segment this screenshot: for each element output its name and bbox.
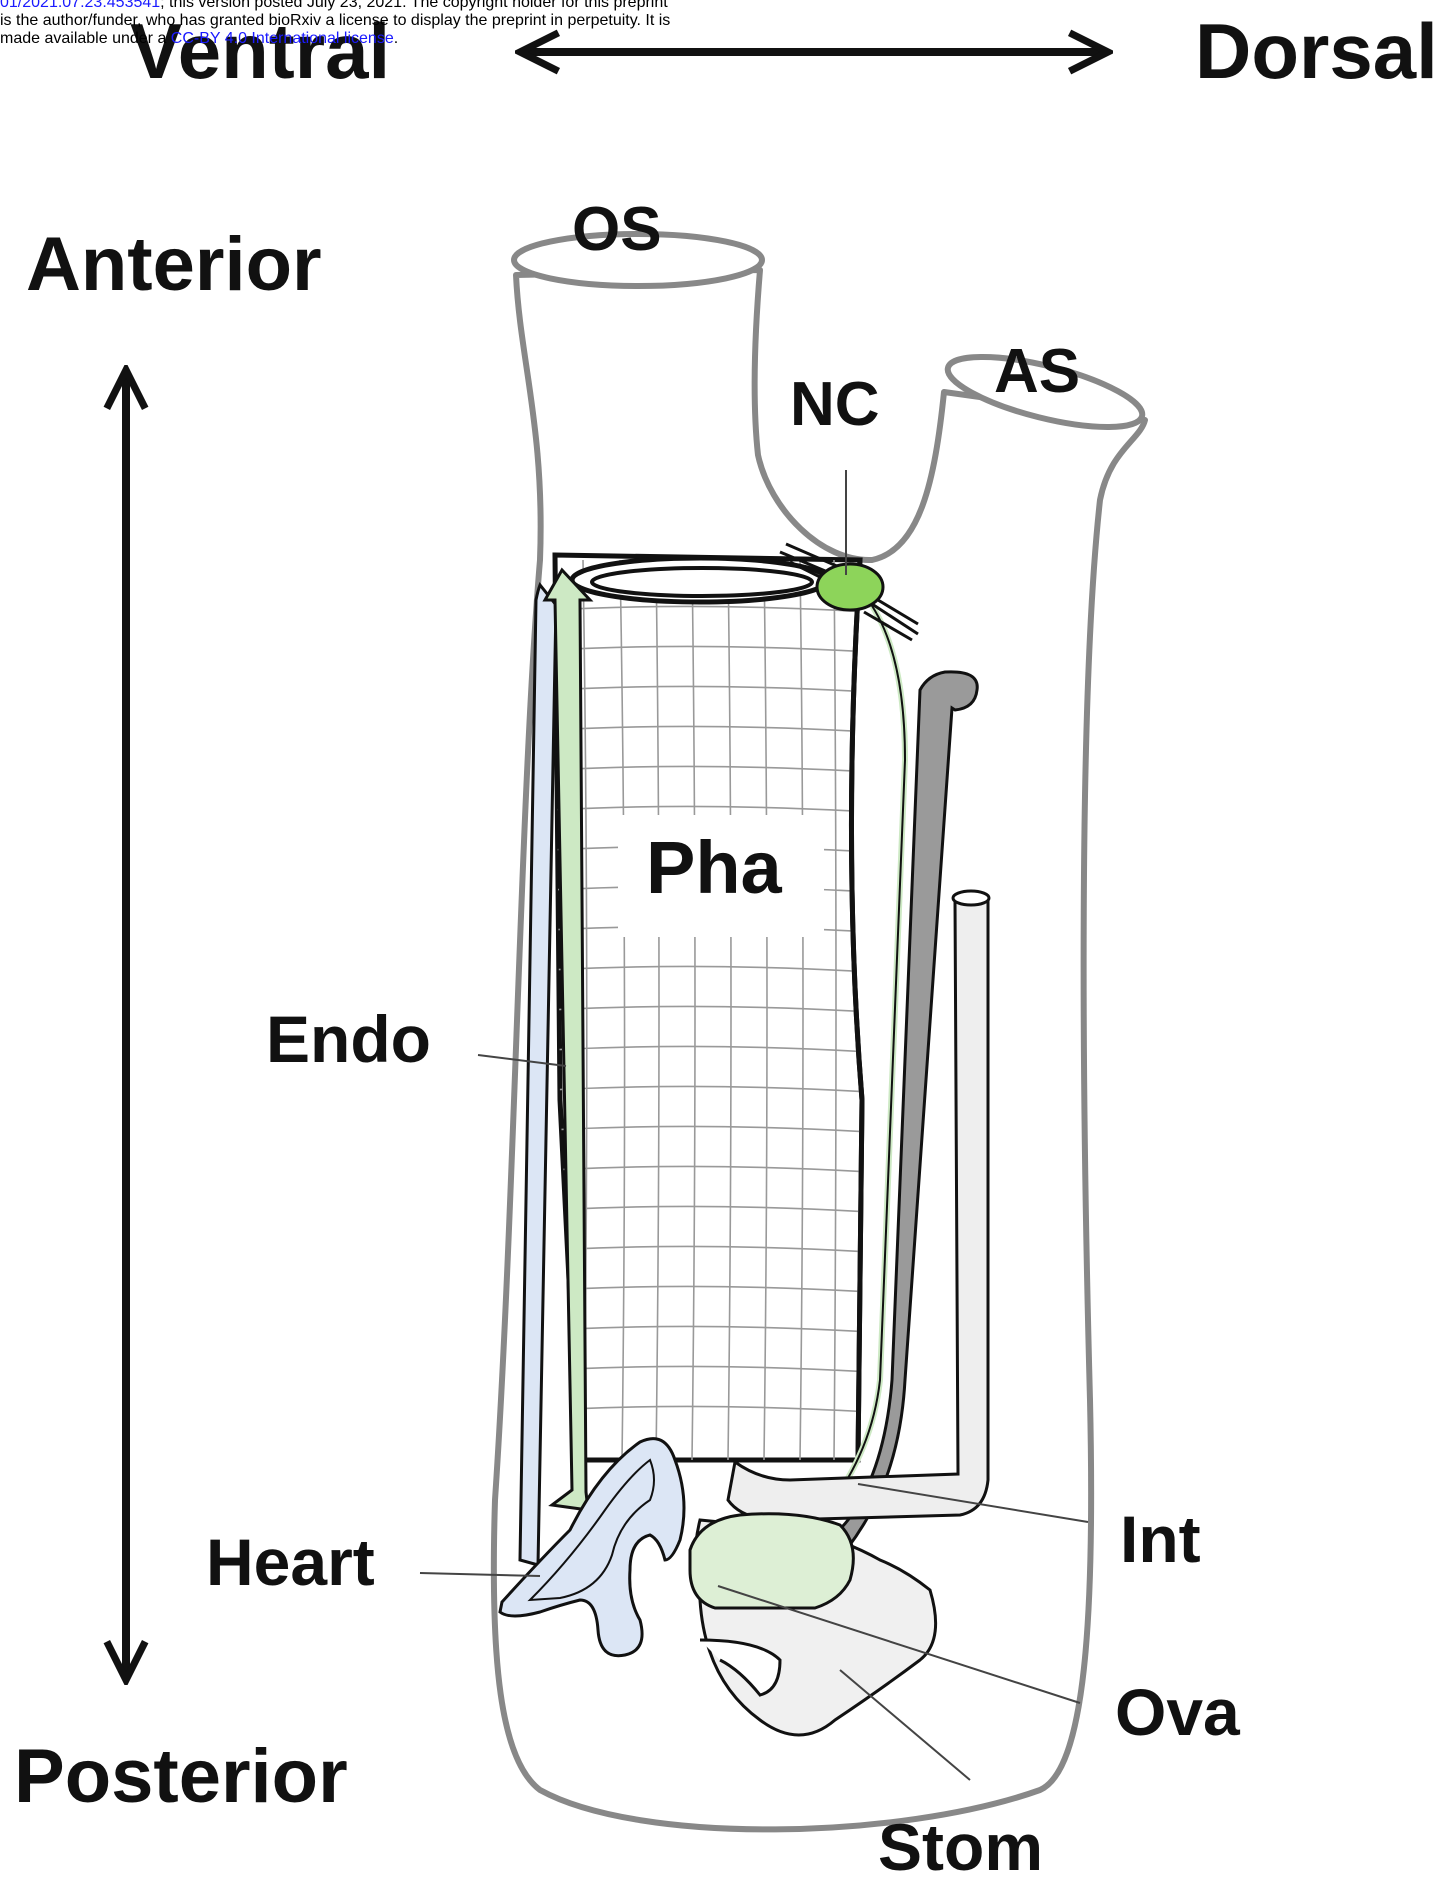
intestine-end (953, 891, 989, 905)
neural-ganglion (817, 564, 883, 610)
label-pharynx: Pha (646, 826, 783, 909)
label-neural-complex: NC (790, 370, 880, 439)
label-ovary: Ova (1115, 1675, 1241, 1749)
axis-label-dorsal: Dorsal (1195, 7, 1438, 95)
label-oral-siphon: OS (572, 195, 662, 264)
ovary (690, 1514, 853, 1608)
axis-label-posterior: Posterior (14, 1734, 348, 1819)
header-line-2: is the author/funder, who has granted bi… (0, 12, 670, 30)
license-link[interactable]: CC-BY 4.0 International license (171, 30, 394, 47)
axis-label-anterior: Anterior (26, 222, 322, 307)
label-atrial-siphon: AS (994, 337, 1080, 406)
header-line-3: made available under a CC-BY 4.0 Interna… (0, 30, 398, 48)
pharynx-top-rim-inner (592, 568, 812, 596)
doi-link[interactable]: 01/2021.07.23.453541 (0, 0, 160, 11)
header-line-1-text: ; this version posted July 23, 2021. The… (160, 0, 668, 11)
label-stomach: Stom (878, 1810, 1043, 1884)
header-line-1: 01/2021.07.23.453541; this version poste… (0, 0, 668, 12)
header-line-3-prefix: made available under a (0, 30, 171, 47)
label-heart: Heart (206, 1525, 375, 1599)
header-line-3-suffix: . (394, 30, 398, 47)
label-intestine: Int (1120, 1502, 1201, 1576)
label-endostyle: Endo (266, 1002, 431, 1076)
